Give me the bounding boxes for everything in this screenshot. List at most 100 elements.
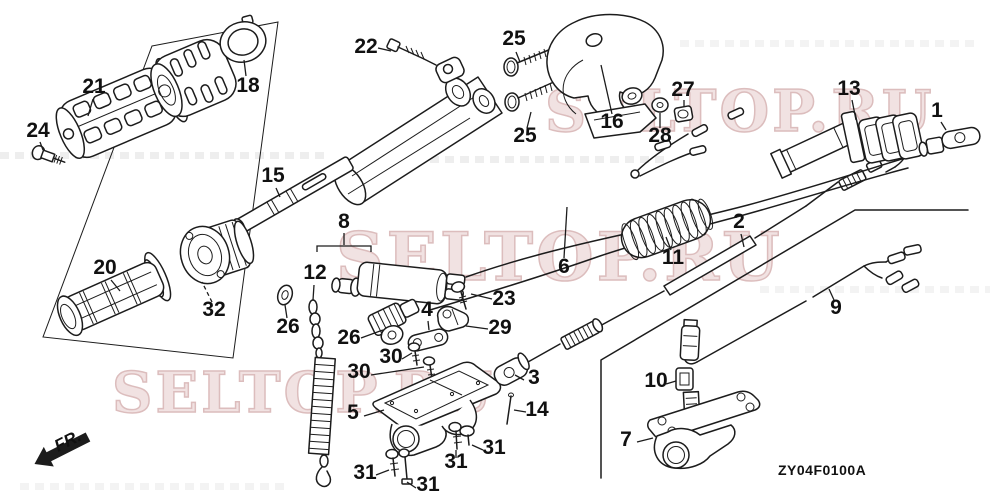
stop-switch-assembly-13 (770, 110, 924, 179)
part-label-31: 31 (444, 450, 468, 473)
part-label-24: 24 (26, 119, 50, 142)
clip-connector-1 (918, 126, 981, 157)
leader-line-2 (740, 233, 745, 248)
friction-lever (679, 318, 701, 361)
screw-30-a (407, 342, 421, 366)
part-label-11: 11 (662, 246, 685, 269)
leader-line-32 (201, 281, 213, 303)
leader-line-22 (377, 47, 392, 52)
leader-line-5 (363, 409, 385, 417)
part-label-30: 30 (379, 345, 402, 368)
part-label-14: 14 (525, 398, 549, 421)
part-label-4: 4 (421, 298, 433, 321)
pivot-discs (435, 56, 496, 114)
indicator-rod-9 (682, 244, 922, 365)
scan-noise (20, 483, 290, 490)
nut-26 (380, 324, 404, 346)
leader-line-30 (370, 366, 425, 376)
part-label-5: 5 (347, 401, 359, 424)
friction-ring-18 (219, 14, 267, 63)
cable-clamp-29 (436, 305, 470, 332)
scan-noise (680, 40, 980, 47)
leader-line-9 (828, 288, 835, 301)
screw-31-c (448, 421, 463, 450)
part-label-22: 22 (354, 35, 377, 58)
part-label-15: 15 (261, 164, 285, 187)
leader-bracket-8 (316, 245, 372, 252)
leader-line-25 (515, 51, 521, 63)
part-label-31: 31 (482, 436, 506, 459)
part-label-31: 31 (416, 473, 440, 496)
leader-line-7 (636, 437, 654, 443)
part-label-28: 28 (648, 124, 672, 147)
screw-31-a (385, 448, 400, 477)
scan-noise (415, 156, 670, 163)
mount-bracket-16 (546, 13, 664, 139)
diagram-code: ZY04F0100A (778, 462, 866, 478)
under-case-5 (372, 361, 502, 457)
grip-sleeve-20 (56, 251, 172, 337)
cable-lower-fitting (367, 298, 420, 337)
part-label-9: 9 (830, 296, 842, 319)
washer-28 (651, 97, 669, 113)
cable-joint-8 (331, 261, 466, 337)
part-label-23: 23 (492, 287, 515, 310)
grip-cage-sleeve (150, 38, 237, 118)
leader-line-16 (600, 64, 613, 115)
fr-direction-arrow: FR. (34, 426, 91, 467)
leader-line-31 (471, 444, 484, 451)
leader-line-23 (470, 293, 493, 300)
bracket-7 (647, 390, 761, 470)
part-label-30: 30 (347, 360, 370, 383)
switch-wire-harness (630, 107, 745, 179)
part-label-25: 25 (513, 124, 537, 147)
leader-line-30 (401, 352, 413, 360)
part-label-20: 20 (93, 256, 116, 279)
leader-line-12 (312, 284, 315, 301)
chain-spring-12 (307, 299, 337, 488)
part-label-3: 3 (528, 366, 540, 389)
scan-noise (760, 286, 990, 293)
clip-10 (675, 367, 694, 391)
part-label-26: 26 (276, 315, 299, 338)
bolt-25-lower (504, 80, 557, 112)
part-label-8: 8 (338, 210, 350, 233)
leader-line-31 (375, 469, 390, 476)
part-label-27: 27 (671, 78, 694, 101)
part-label-13: 13 (837, 77, 860, 100)
part-label-25: 25 (502, 27, 526, 50)
inset-boundary (600, 209, 969, 479)
leader-line-26 (284, 304, 288, 319)
part-label-21: 21 (82, 75, 106, 98)
leader-line-25 (526, 111, 532, 129)
leader-line-4 (427, 320, 430, 331)
part-label-16: 16 (600, 110, 623, 133)
throttle-case-32 (179, 219, 255, 285)
part-label-10: 10 (644, 369, 667, 392)
part-label-31: 31 (353, 461, 377, 484)
leader-line-1 (940, 121, 947, 131)
nut-27 (673, 105, 694, 123)
leader-line-20 (110, 279, 121, 292)
steering-arm-tube (333, 56, 503, 206)
screw-23 (450, 281, 468, 310)
leader-line-31 (406, 481, 417, 489)
part-label-29: 29 (488, 316, 511, 339)
leader-line-13 (851, 99, 857, 121)
washer-26 (276, 284, 294, 306)
part-label-2: 2 (733, 210, 745, 233)
pin-14 (506, 392, 514, 425)
leader-line-24 (39, 141, 44, 151)
part-label-1: 1 (931, 99, 943, 122)
leader-line-14 (513, 409, 527, 413)
cable-end-3 (493, 352, 530, 386)
screw-31-b (398, 448, 413, 485)
throttle-cable-2 (527, 141, 908, 363)
leader-line-18 (243, 59, 247, 77)
part-label-6: 6 (558, 255, 570, 278)
part-label-32: 32 (202, 298, 225, 321)
bolt-25-upper (503, 48, 552, 77)
